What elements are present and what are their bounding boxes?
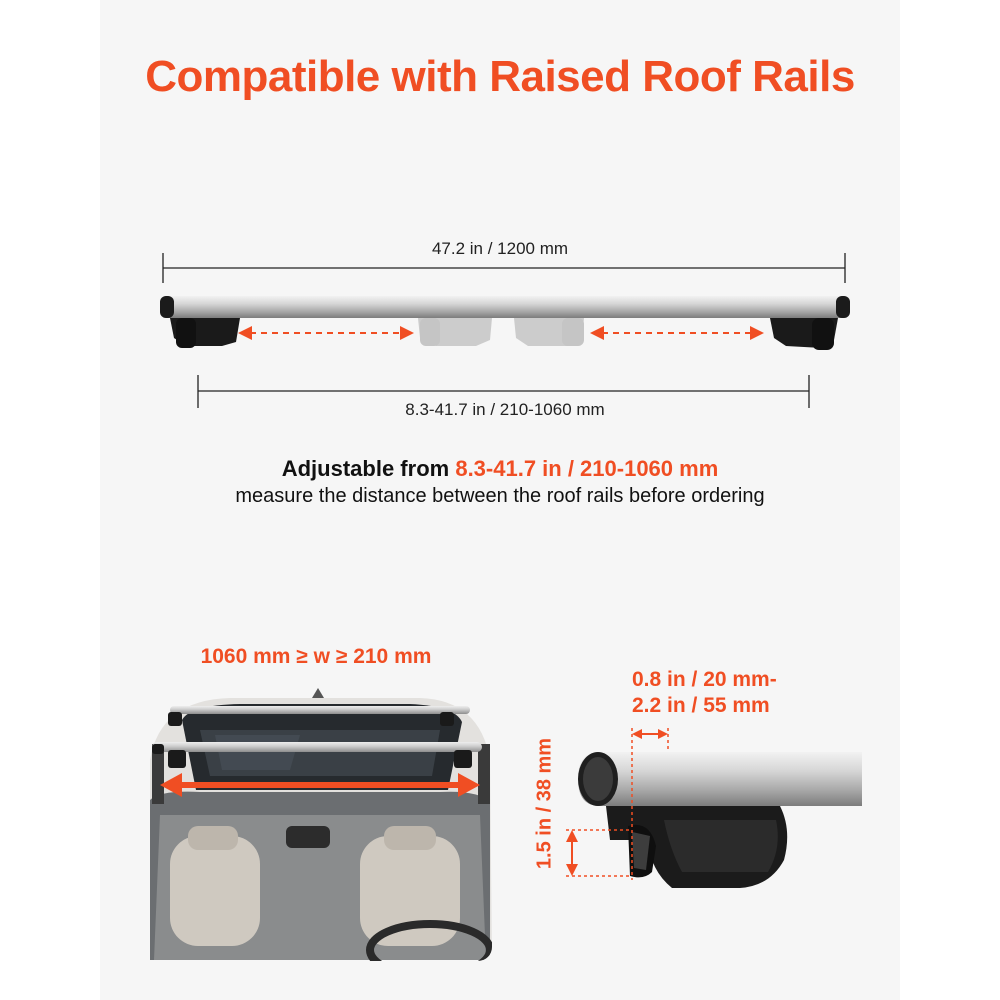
adjust-range-dimension	[197, 375, 810, 408]
adjust-arrow-right	[590, 326, 764, 340]
foot-height-label: 1.5 in / 38 mm	[533, 737, 556, 870]
measure-instruction: measure the distance between the roof ra…	[235, 485, 765, 507]
right-foot	[770, 318, 838, 350]
clamp-range-label-line1: 0.8 in / 20 mm-	[632, 668, 777, 691]
adjust-range-label: 8.3-41.7 in / 210-1060 mm	[405, 400, 605, 419]
crossbar	[160, 296, 850, 318]
ghost-foot-right	[514, 318, 584, 346]
width-range-label: 1060 mm ≥ w ≥ 210 mm	[200, 645, 432, 668]
left-foot	[170, 318, 240, 348]
page-title: Compatible with Raised Roof Rails	[145, 52, 855, 101]
adjustable-headline: Adjustable from 8.3-41.7 in / 210-1060 m…	[0, 456, 1000, 482]
total-length-dimension	[162, 253, 846, 283]
total-length-label: 47.2 in / 1200 mm	[431, 239, 569, 258]
headline-value: 8.3-41.7 in / 210-1060 mm	[455, 456, 719, 481]
ghost-foot-left	[418, 318, 492, 346]
car-roof-illustration	[150, 688, 492, 961]
adjust-arrow-left	[238, 326, 414, 340]
clamp-range-label-line2: 2.2 in / 55 mm	[632, 694, 770, 717]
foot-closeup-illustration	[566, 728, 862, 888]
headline-prefix: Adjustable from	[281, 456, 450, 481]
